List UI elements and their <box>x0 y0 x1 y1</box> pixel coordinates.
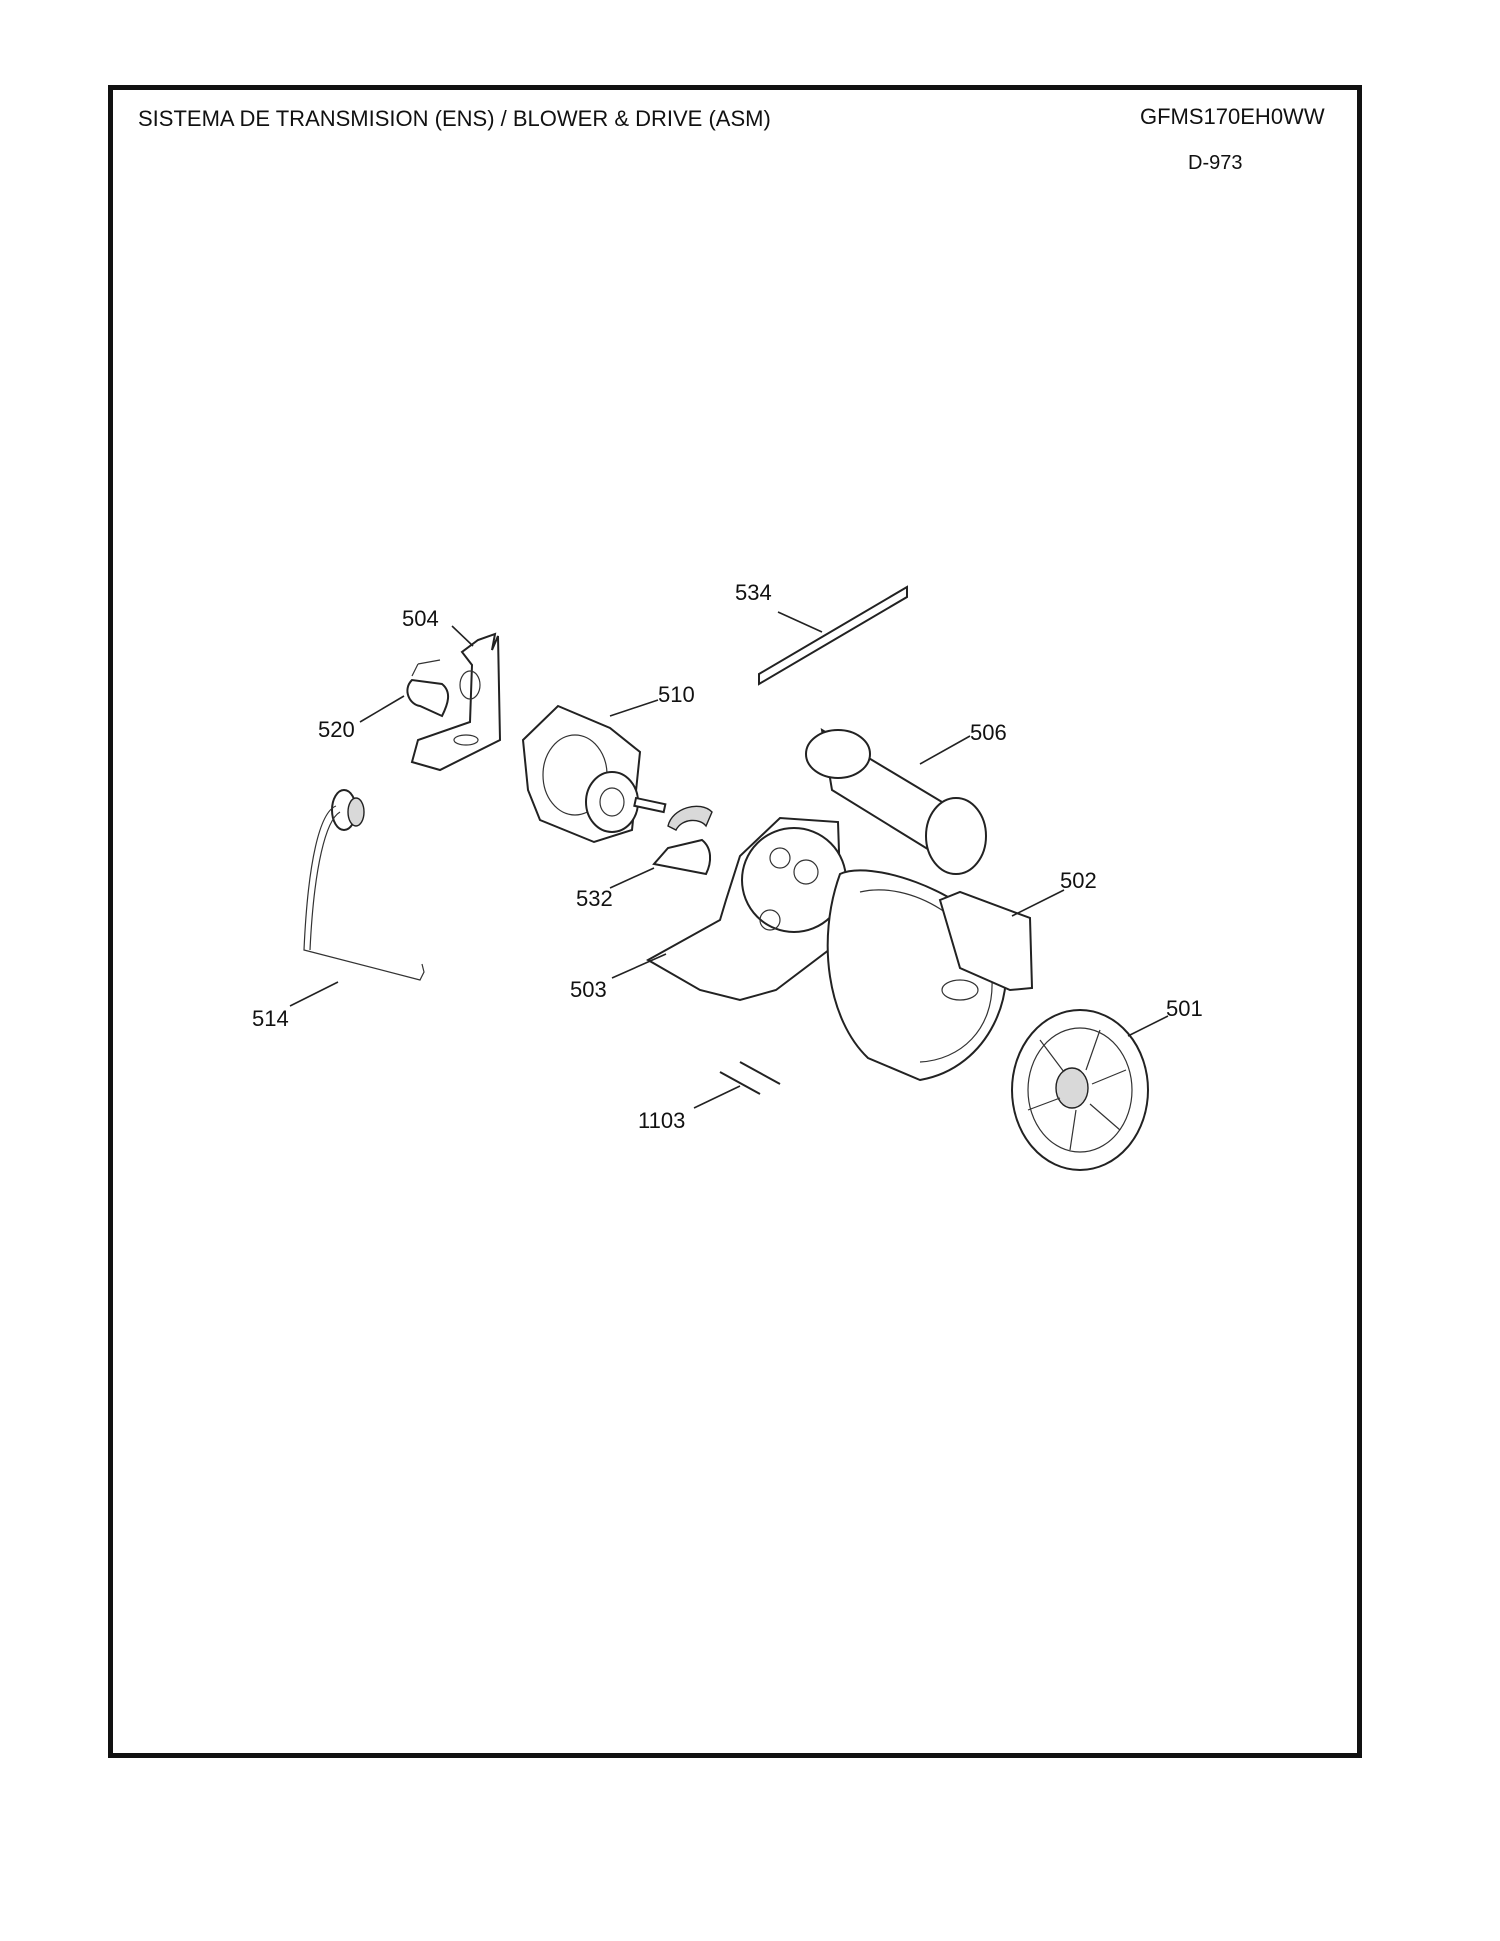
part-532-motor-clamps: 532 <box>576 805 713 911</box>
part-514-idler-tensioner: 514 <box>252 789 425 1031</box>
callout-506: 506 <box>970 720 1007 745</box>
callout-510: 510 <box>658 682 695 707</box>
part-534-seal-strip: 534 <box>735 580 908 686</box>
callout-501: 501 <box>1166 996 1203 1021</box>
callout-514: 514 <box>252 1006 289 1031</box>
diagram-border <box>108 85 1362 1758</box>
callout-502: 502 <box>1060 868 1097 893</box>
callout-504: 504 <box>402 606 439 631</box>
part-510-drive-motor: 510 <box>521 682 695 844</box>
part-502-blower-housing: 502 <box>826 868 1097 1082</box>
part-501-blower-wheel: 501 <box>1011 996 1203 1171</box>
model-number: GFMS170EH0WW <box>1140 104 1325 129</box>
callout-503: 503 <box>570 977 607 1002</box>
page-title: SISTEMA DE TRANSMISION (ENS) / BLOWER & … <box>138 106 771 131</box>
callout-534: 534 <box>735 580 772 605</box>
diagram-id: D-973 <box>1188 152 1243 174</box>
part-506-blower-duct: 506 <box>805 720 1007 875</box>
part-503-motor-mount: 503 <box>570 816 847 1002</box>
part-520-motor-clip: 520 <box>318 659 449 742</box>
callout-520: 520 <box>318 717 355 742</box>
part-504-motor-bracket: 504 <box>402 606 502 772</box>
part-1103-screws: 1103 <box>638 1061 781 1133</box>
callout-532: 532 <box>576 886 613 911</box>
callout-1103: 1103 <box>638 1108 685 1133</box>
